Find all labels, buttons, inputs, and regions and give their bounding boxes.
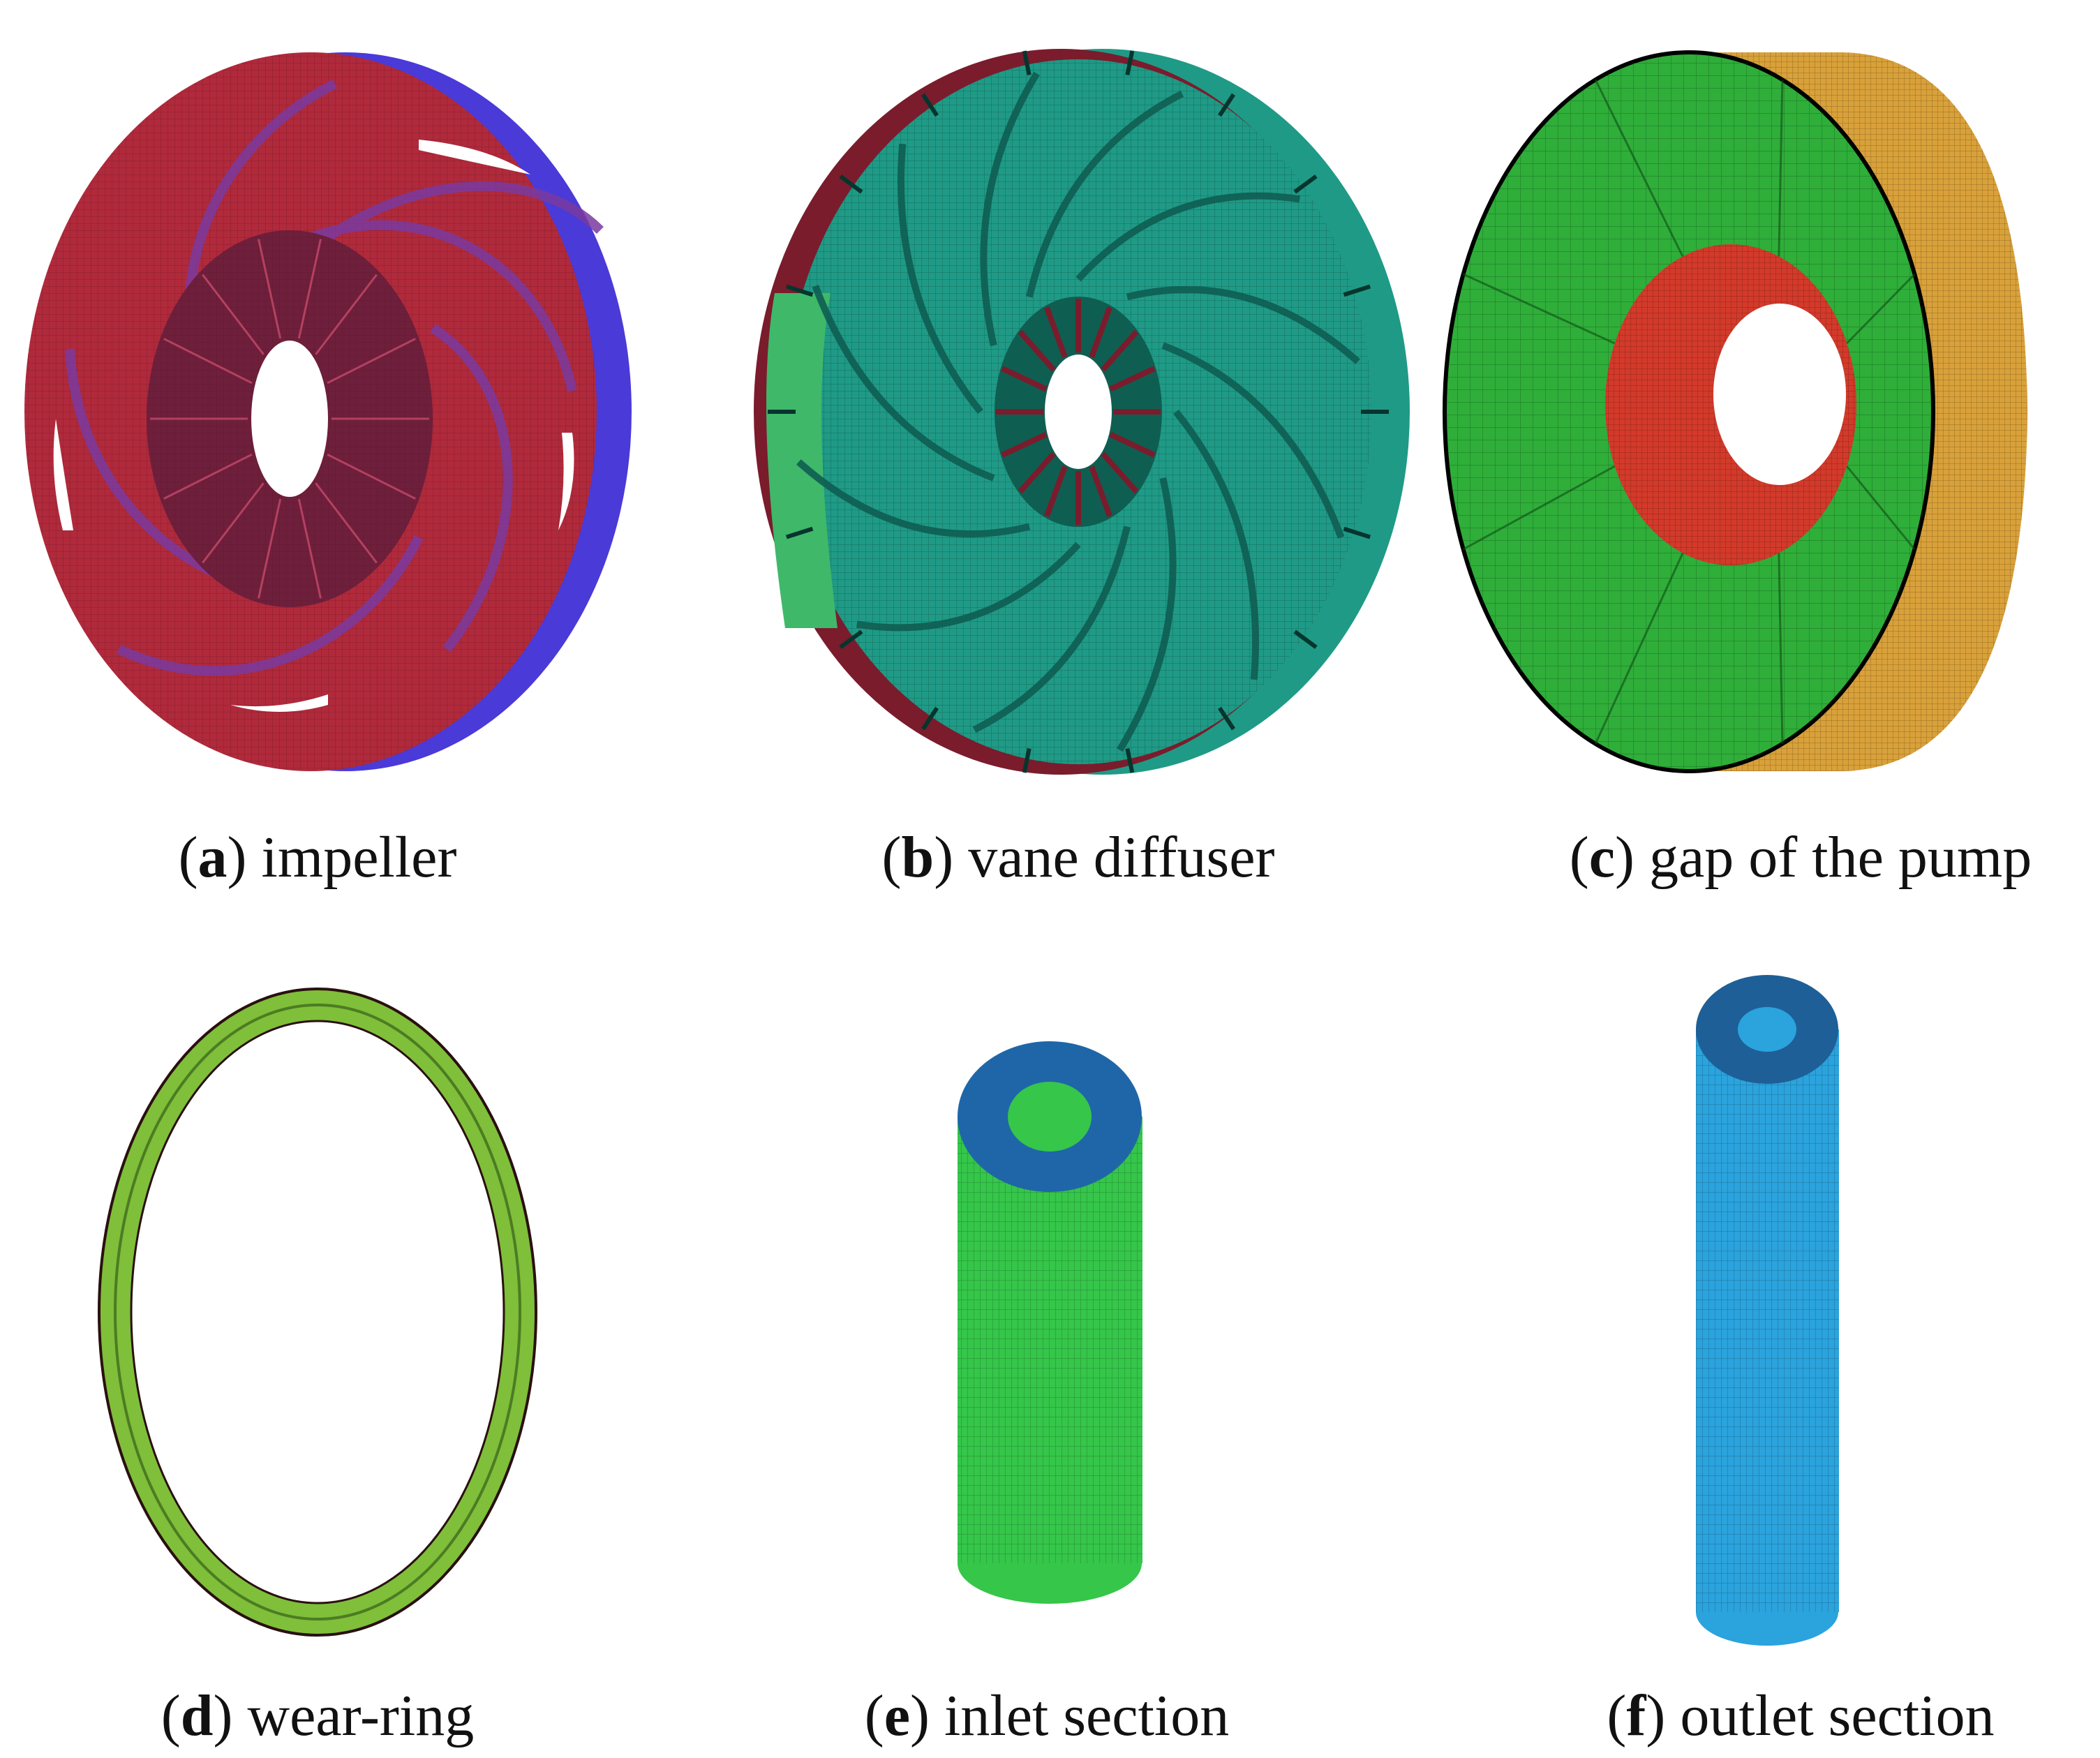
diffuser-inner-blade xyxy=(1044,465,1068,518)
impeller-blade-gaps xyxy=(53,140,574,712)
diffuser-inner-blade xyxy=(1101,452,1139,494)
diffuser-tab xyxy=(1022,50,1032,76)
impeller-hub-vane xyxy=(315,274,378,355)
diffuser-tab xyxy=(1293,174,1318,194)
impeller-hub-vane xyxy=(315,482,378,564)
gap-bore xyxy=(1713,304,1846,485)
diffuser-inner-blade xyxy=(1101,329,1139,372)
diffuser-tab xyxy=(839,174,863,194)
impeller-hub-vane xyxy=(327,338,416,385)
gap-radial-line xyxy=(1778,553,1784,744)
diffuser-inner-blade xyxy=(1089,465,1112,518)
diffuser-tab xyxy=(1125,747,1135,773)
diffuser-vane xyxy=(972,526,1131,733)
diffuser-vanes xyxy=(796,71,1360,752)
inlet-section-mesh-figure xyxy=(958,1041,1142,1604)
gap-radial-line xyxy=(1846,273,1916,345)
impeller-bore xyxy=(251,341,328,497)
diffuser-vane xyxy=(1126,285,1360,364)
inlet-bore xyxy=(1008,1082,1092,1152)
diffuser-vane xyxy=(1117,477,1177,752)
wear-ring-outer-edge xyxy=(98,988,537,1637)
caption-b: (b) vane diffuser xyxy=(881,825,1275,890)
diffuser-inner-blade xyxy=(1018,452,1056,494)
diffuser-tab xyxy=(1343,526,1371,539)
diffuser-tab xyxy=(1217,93,1236,117)
diffuser-bore xyxy=(1045,355,1112,469)
diffuser-vane xyxy=(812,285,995,482)
diffuser-inner-blade xyxy=(1044,306,1068,358)
diffuser-tab xyxy=(921,706,939,731)
gap-radial-line xyxy=(1463,273,1616,345)
diffuser-tab xyxy=(921,93,939,117)
gap-radial-line xyxy=(1846,465,1916,551)
impeller-hub-vane xyxy=(202,274,265,355)
impeller-mesh-figure xyxy=(24,52,632,771)
diffuser-outer-vane-tabs xyxy=(768,50,1389,773)
diffuser-vane xyxy=(898,143,983,415)
diffuser-vane xyxy=(980,71,1040,347)
gap-radial-line xyxy=(1778,80,1784,257)
impeller-hub-vane xyxy=(258,239,282,339)
diffuser-tab xyxy=(1022,747,1032,773)
caption-a: (a) impeller xyxy=(178,825,457,890)
diffuser-tab xyxy=(1343,284,1371,297)
wear-ring-inner-edge xyxy=(130,1020,505,1604)
impeller-hub-vane xyxy=(163,453,253,500)
diffuser-vane xyxy=(856,542,1081,632)
gap-radial-line xyxy=(1594,79,1684,258)
caption-c: (c) gap of the pump xyxy=(1569,825,2032,890)
gap-radial-line xyxy=(1594,552,1684,745)
diffuser-tab xyxy=(1293,630,1318,649)
diffuser-inner-blade xyxy=(1089,306,1112,358)
diffuser-vane xyxy=(796,459,1031,538)
diffuser-inner-blade xyxy=(1001,366,1048,392)
impeller-hub-vane xyxy=(258,498,282,599)
wear-ring-center-line xyxy=(114,1004,521,1621)
caption-f: (f) outlet section xyxy=(1607,1683,1995,1748)
diffuser-vane xyxy=(1173,409,1259,680)
impeller-hub-vane xyxy=(297,498,322,599)
diffuser-inner-blades xyxy=(996,299,1161,525)
impeller-hub-vanes xyxy=(150,239,429,599)
diffuser-vane xyxy=(1161,342,1345,539)
diffuser-tab xyxy=(1217,706,1236,731)
outlet-body-mesh xyxy=(1696,1029,1839,1612)
pump-gap-mesh-figure xyxy=(1443,50,2027,773)
diffuser-inner-blade xyxy=(1018,329,1056,372)
caption-d: (d) wear-ring xyxy=(161,1683,475,1748)
diffuser-inner-blade xyxy=(1109,431,1156,458)
wear-ring-mesh-figure xyxy=(98,988,537,1637)
diffuser-inner-blade xyxy=(1109,366,1156,392)
impeller-hub-vane xyxy=(297,239,322,339)
impeller-hub-vane xyxy=(202,482,265,564)
wear-ring xyxy=(99,989,536,1635)
impeller-hub-vane xyxy=(163,338,253,385)
diffuser-tab xyxy=(1125,50,1135,76)
diffuser-inner-blade xyxy=(1001,431,1048,458)
outlet-bore xyxy=(1738,1007,1796,1052)
gap-radial-line xyxy=(1462,465,1616,551)
diffuser-vane xyxy=(1026,90,1184,298)
diffuser-vane xyxy=(1075,192,1301,282)
diffuser-tab xyxy=(839,630,863,649)
diffuser-tab xyxy=(785,284,814,297)
outlet-section-mesh-figure xyxy=(1696,975,1839,1646)
gap-face-radial-lines xyxy=(1462,79,1916,745)
caption-e: (e) inlet section xyxy=(864,1683,1230,1748)
diffuser-tab xyxy=(785,526,814,539)
vane-diffuser-mesh-figure xyxy=(754,49,1410,775)
impeller-hub-vane xyxy=(327,453,416,500)
